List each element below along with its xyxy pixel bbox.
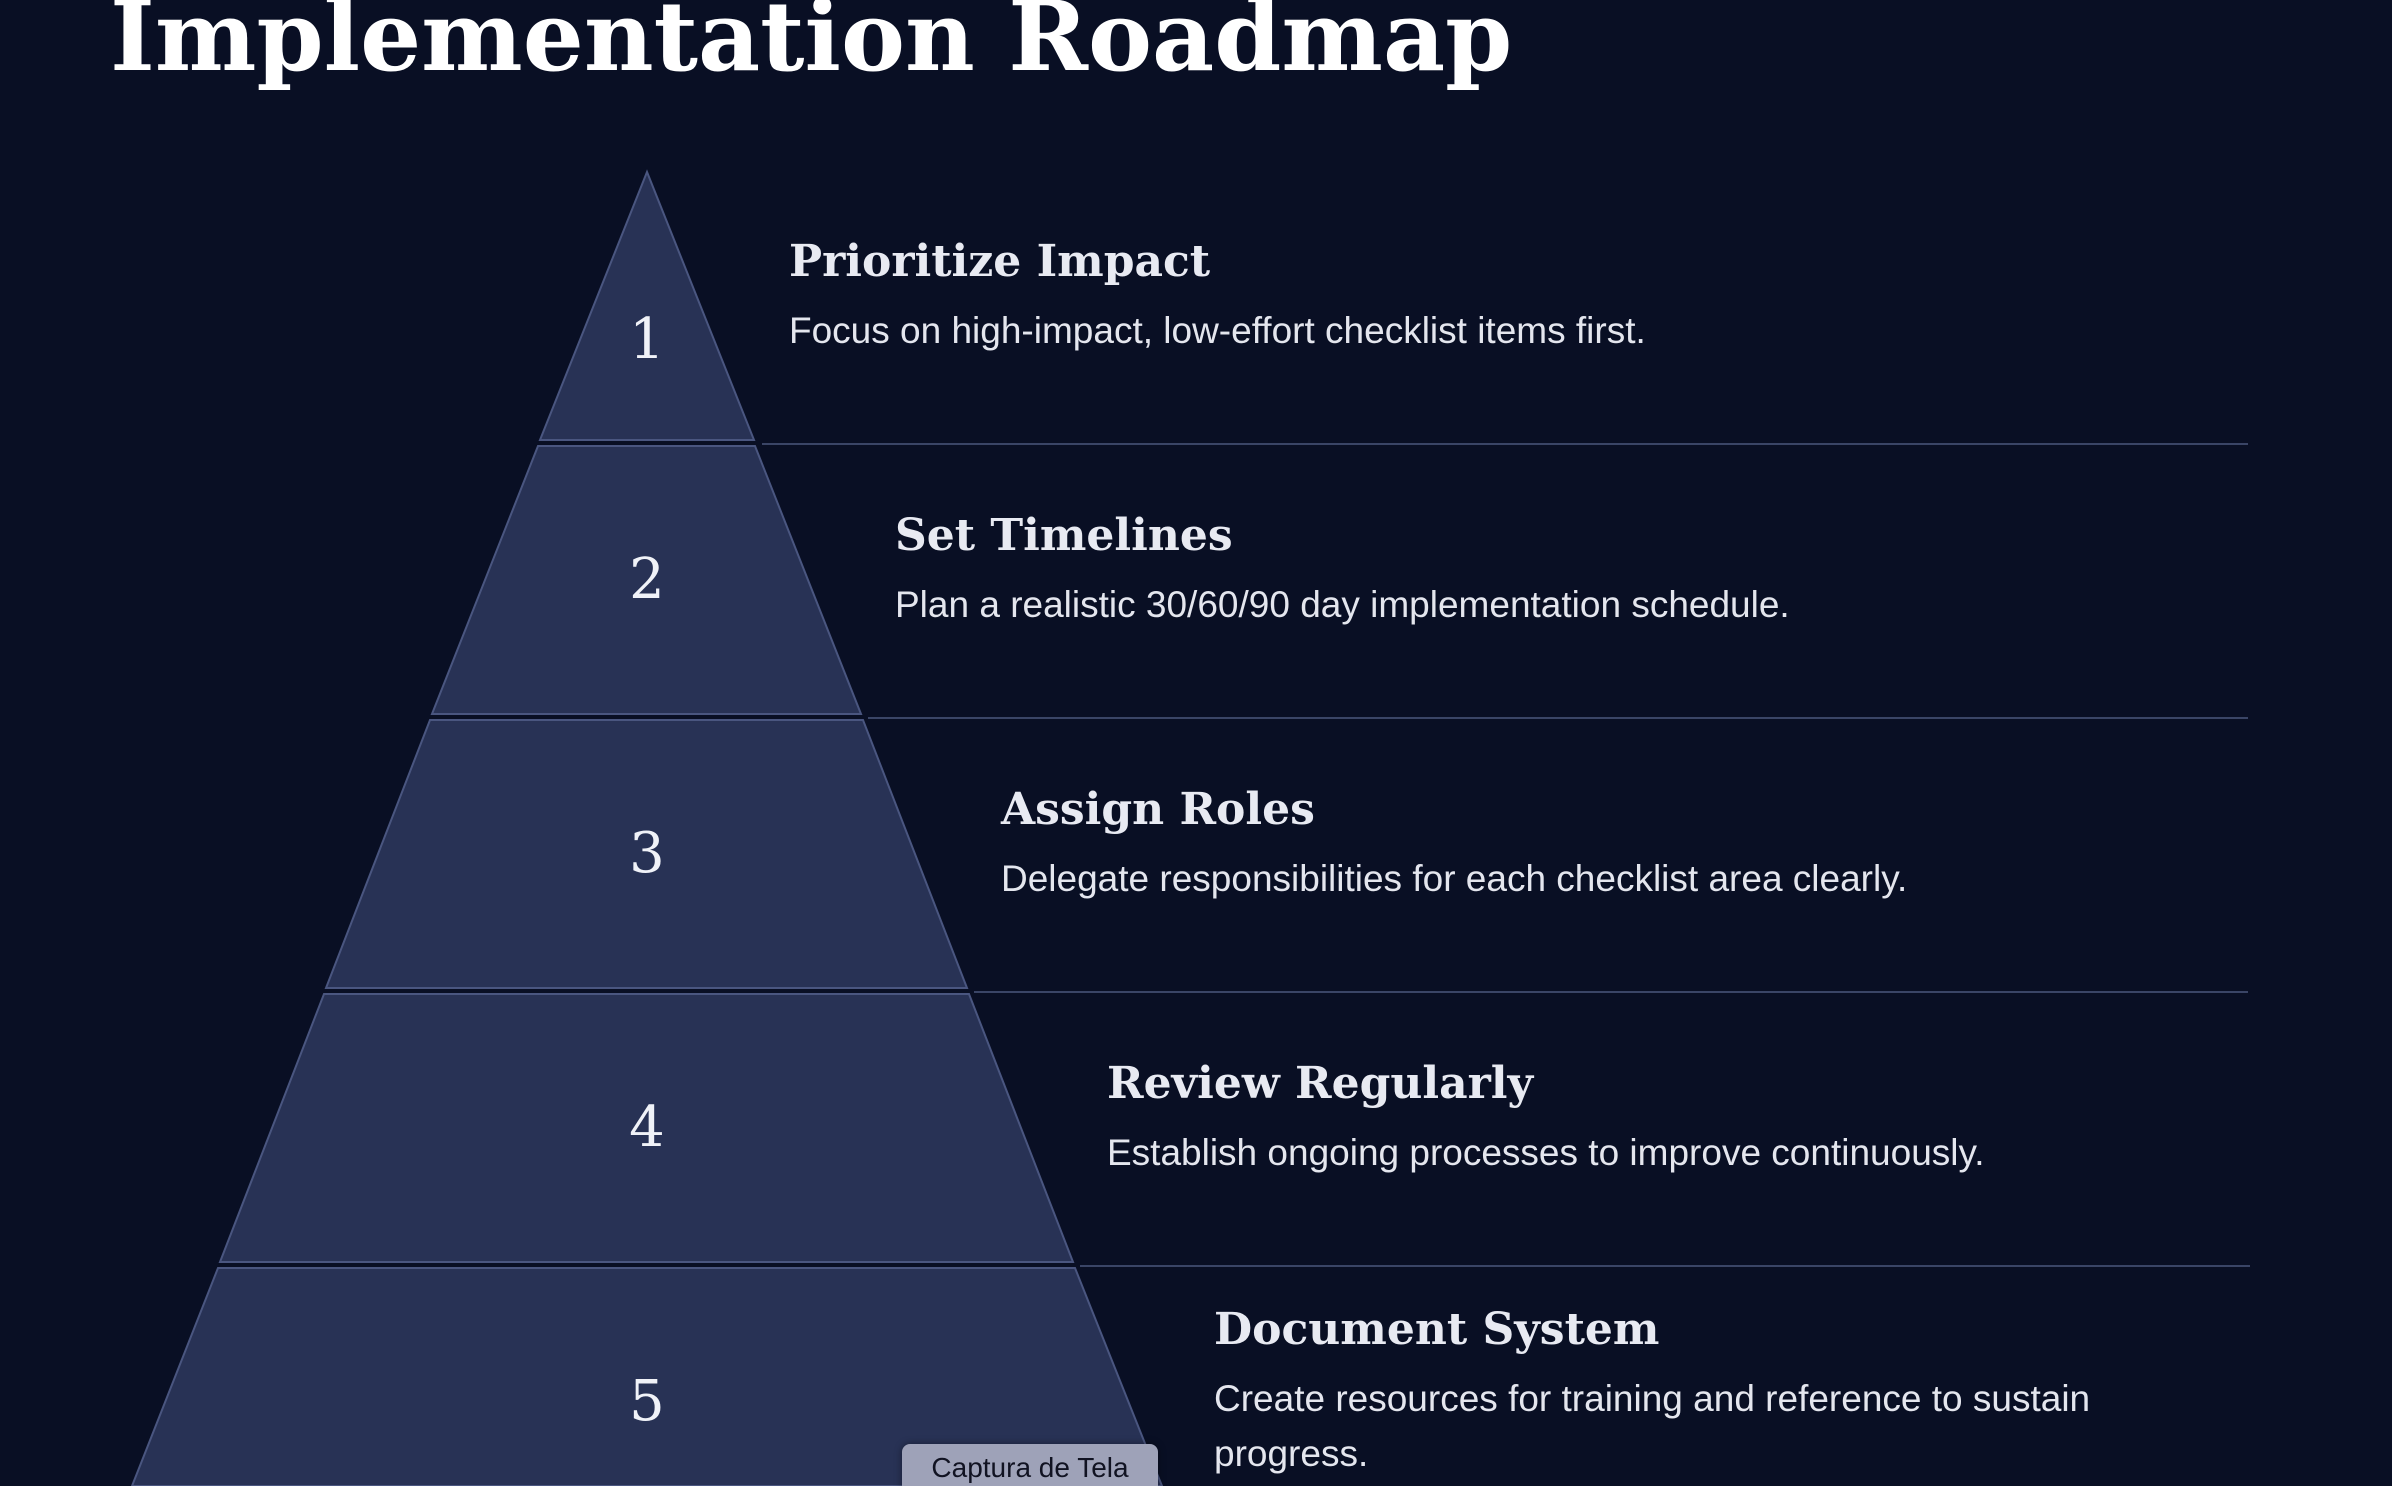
step-number-2: 2 xyxy=(629,547,665,612)
step-number-3: 3 xyxy=(629,821,665,886)
step-3: Assign Roles Delegate responsibilities f… xyxy=(1001,784,2392,906)
screenshot-tooltip[interactable]: Captura de Tela xyxy=(902,1444,1158,1486)
step-heading: Document System xyxy=(1214,1304,1660,1355)
step-number-5: 5 xyxy=(629,1369,665,1434)
step-description: Focus on high-impact, low-effort checkli… xyxy=(789,309,1646,351)
step-5: Document System Create resources for tra… xyxy=(1214,1304,2214,1482)
step-description: Establish ongoing processes to improve c… xyxy=(1107,1131,1985,1173)
pyramid-segment-4 xyxy=(218,993,1075,1263)
step-number-1: 1 xyxy=(629,307,665,372)
step-description: Delegate responsibilities for each check… xyxy=(1001,857,1908,899)
step-description: Create resources for training and refere… xyxy=(1214,1377,2091,1475)
step-description: Plan a realistic 30/60/90 day implementa… xyxy=(895,583,1790,625)
step-heading: Review Regularly xyxy=(1107,1058,1534,1109)
page-title: Implementation Roadmap xyxy=(110,0,1513,93)
pyramid-segment-3 xyxy=(324,719,969,989)
step-1: Prioritize Impact Focus on high-impact, … xyxy=(789,236,2189,358)
step-4: Review Regularly Establish ongoing proce… xyxy=(1107,1058,2392,1180)
pyramid-segment-1 xyxy=(538,169,756,441)
step-heading: Prioritize Impact xyxy=(789,236,1211,287)
pyramid-segment-5 xyxy=(130,1267,1164,1486)
step-heading: Assign Roles xyxy=(1001,784,1315,835)
step-2: Set Timelines Plan a realistic 30/60/90 … xyxy=(895,510,2295,632)
pyramid-segment-2 xyxy=(430,445,863,715)
step-heading: Set Timelines xyxy=(895,510,1233,561)
step-number-4: 4 xyxy=(629,1095,665,1160)
